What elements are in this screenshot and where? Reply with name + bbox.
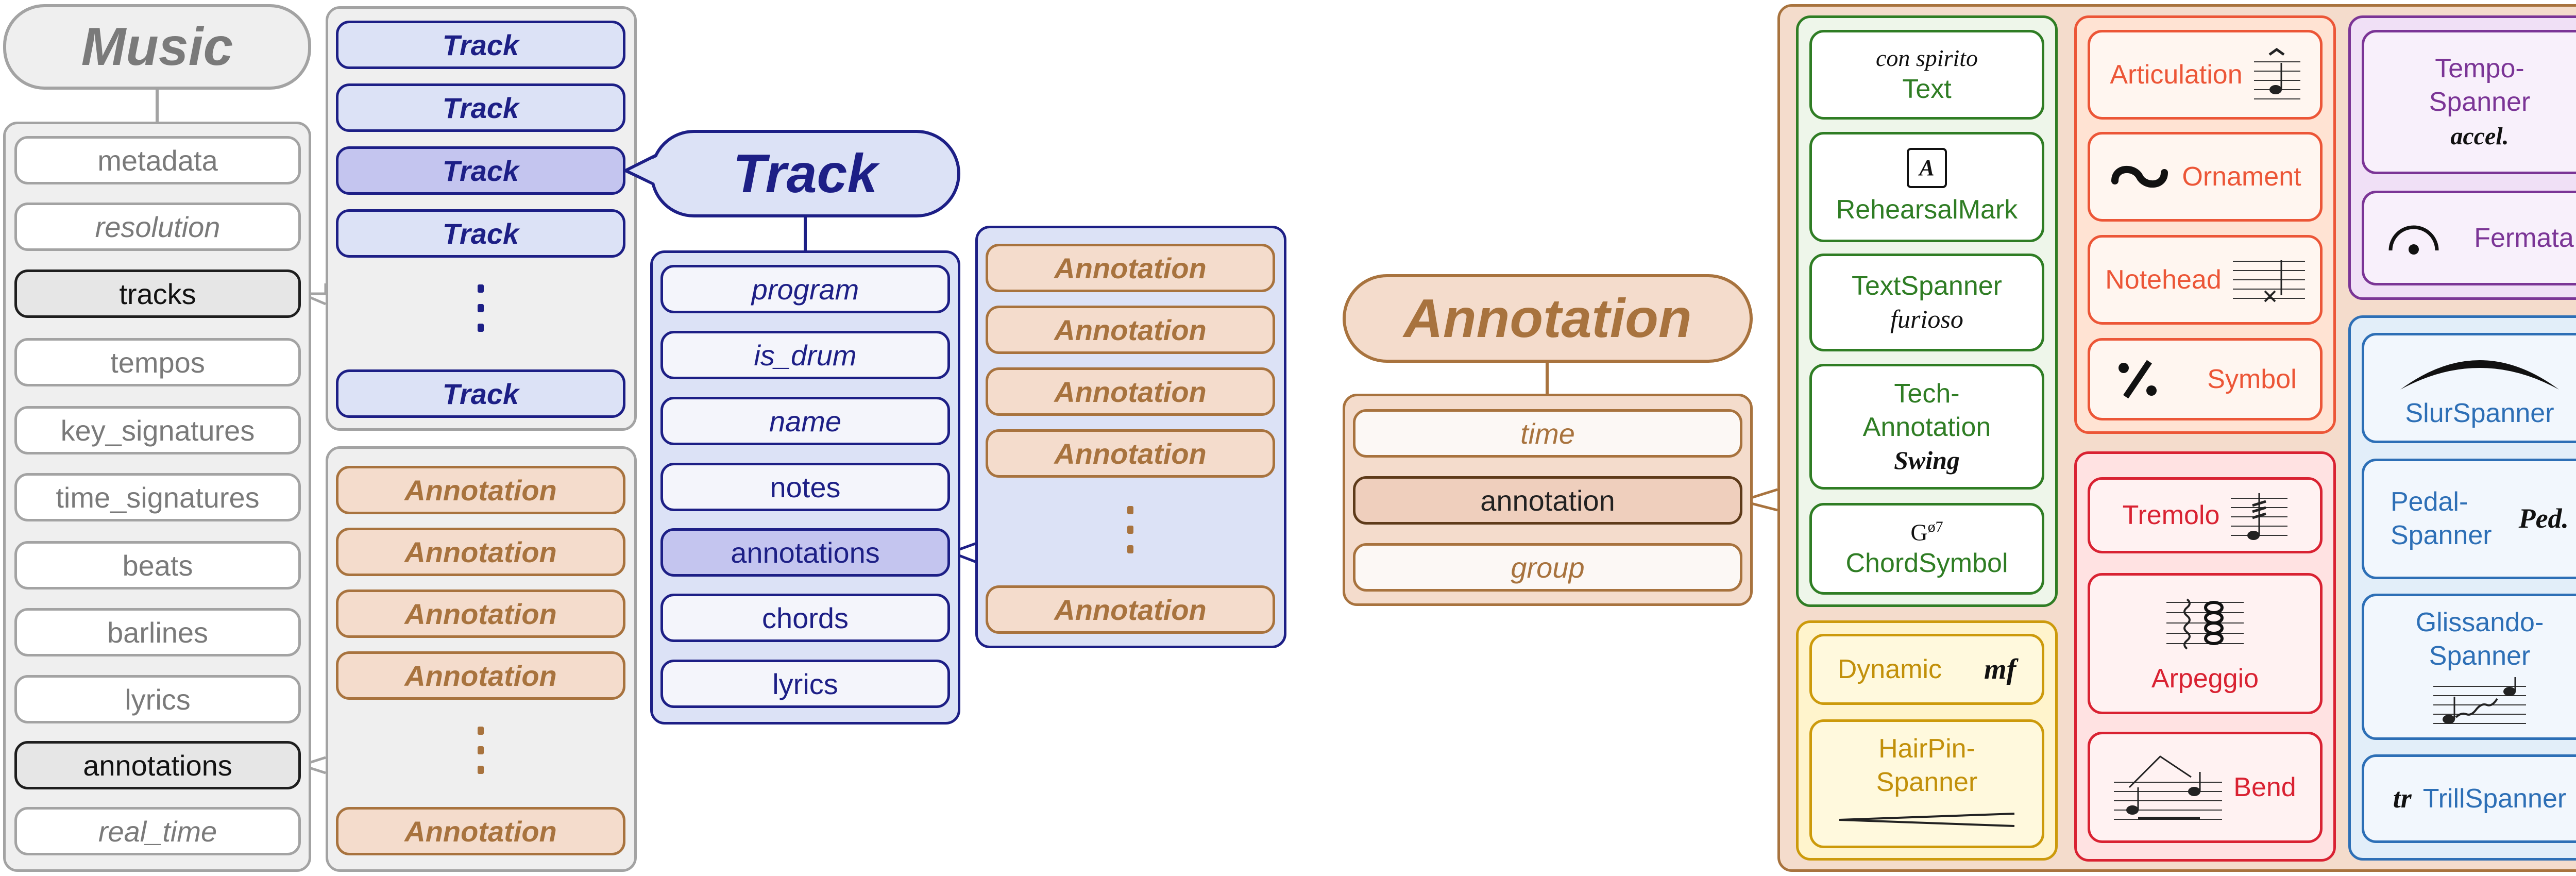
- annotation-title: Annotation: [1343, 274, 1753, 363]
- type-rehearsal-mark: A RehearsalMark: [1809, 132, 2044, 242]
- music-attr-metadata: metadata: [14, 136, 301, 184]
- type-fermata: Fermata: [2362, 191, 2576, 285]
- track-item: Track: [336, 21, 625, 69]
- tremolo-icon: [2231, 493, 2288, 540]
- type-ornament: Ornament: [2088, 132, 2323, 222]
- rehearsal-mark-icon: A: [1907, 147, 1947, 188]
- glissando-icon: [2433, 677, 2526, 724]
- articulation-icon: [2253, 47, 2300, 99]
- annotation-item: Annotation: [336, 466, 625, 514]
- arpeggio-icon: [2166, 598, 2244, 650]
- type-tempo-spanner: Tempo- Spanner accel.: [2362, 30, 2576, 174]
- annotation-item: Annotation: [986, 367, 1275, 416]
- hairpin-icon: [1839, 813, 2015, 827]
- ornament-icon: [2111, 166, 2168, 188]
- annotation-item: Annotation: [336, 528, 625, 576]
- track-attr-chords: chords: [660, 594, 950, 642]
- annotation-attr-time: time: [1353, 409, 1742, 458]
- type-bend: Bend: [2088, 732, 2323, 843]
- annotation-item: Annotation: [986, 429, 1275, 478]
- music-attr-tracks: tracks: [14, 269, 301, 318]
- bend-icon: [2114, 755, 2223, 820]
- music-attr-tempos: tempos: [14, 338, 301, 386]
- symbol-icon: [2119, 360, 2157, 399]
- type-arpeggio: Arpeggio: [2088, 573, 2323, 714]
- type-chord-symbol: Gø7 ChordSymbol: [1809, 503, 2044, 595]
- music-attr-barlines: barlines: [14, 608, 301, 656]
- slur-icon: [2400, 360, 2559, 390]
- music-attr-annotations: annotations: [14, 741, 301, 789]
- annotation-item: Annotation: [986, 306, 1275, 354]
- annotation-item: Annotation: [336, 651, 625, 700]
- music-attr-resolution: resolution: [14, 203, 301, 251]
- track-item: Track: [336, 209, 625, 258]
- type-text-spanner: TextSpanner furioso: [1809, 254, 2044, 351]
- track-attr-name: name: [660, 397, 950, 445]
- ellipsis-icon: [478, 284, 484, 332]
- track-attr-annotations: annotations: [660, 528, 950, 577]
- type-symbol: Symbol: [2088, 338, 2323, 420]
- annotation-item: Annotation: [986, 244, 1275, 292]
- type-notehead: Notehead: [2088, 235, 2323, 325]
- type-text: con spirito Text: [1809, 30, 2044, 120]
- annotation-attr-annotation: annotation: [1353, 476, 1742, 525]
- music-attr-key-signatures: key_signatures: [14, 406, 301, 454]
- annotation-attr-group: group: [1353, 543, 1742, 592]
- type-tech-annotation: Tech- Annotation Swing: [1809, 364, 2044, 490]
- track-attr-notes: notes: [660, 463, 950, 511]
- track-item: Track: [336, 83, 625, 132]
- annotation-item: Annotation: [336, 807, 625, 855]
- type-slur-spanner: SlurSpanner: [2362, 333, 2576, 443]
- ellipsis-icon: [478, 727, 484, 774]
- track-attr-lyrics: lyrics: [660, 660, 950, 708]
- track-item-selected: Track: [336, 146, 625, 195]
- music-attr-time-signatures: time_signatures: [14, 473, 301, 521]
- annotation-item: Annotation: [986, 585, 1275, 634]
- track-attr-is-drum: is_drum: [660, 331, 950, 379]
- type-glissando-spanner: Glissando- Spanner: [2362, 594, 2576, 740]
- track-title: Track: [650, 130, 960, 217]
- ellipsis-icon: [1127, 506, 1133, 553]
- music-attr-real-time: real_time: [14, 807, 301, 855]
- music-title: Music: [3, 4, 311, 90]
- type-articulation: Articulation: [2088, 30, 2323, 120]
- type-tremolo: Tremolo: [2088, 477, 2323, 553]
- fermata-icon: [2388, 225, 2439, 255]
- track-item: Track: [336, 369, 625, 418]
- music-attr-lyrics: lyrics: [14, 675, 301, 723]
- type-pedal-spanner: Pedal-Spanner Ped.: [2362, 459, 2576, 579]
- track-attr-program: program: [660, 265, 950, 313]
- type-hairpin-spanner: HairPin- Spanner: [1809, 719, 2044, 848]
- notehead-icon: [2232, 260, 2305, 302]
- music-attr-beats: beats: [14, 541, 301, 589]
- annotation-item: Annotation: [336, 589, 625, 638]
